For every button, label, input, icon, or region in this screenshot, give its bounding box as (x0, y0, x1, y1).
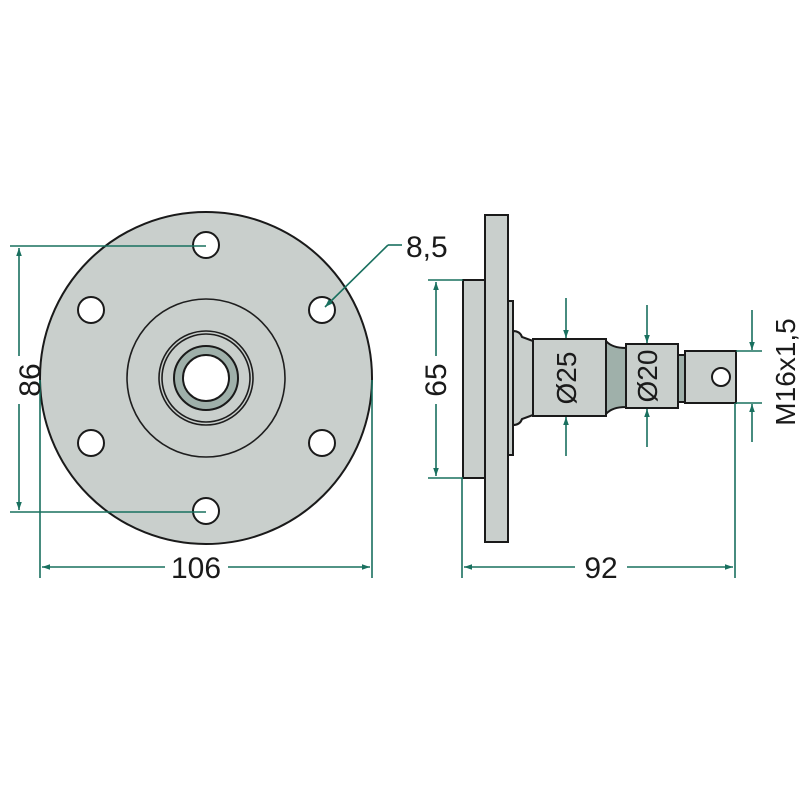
hub-outer-ring (158, 330, 254, 426)
label-106: 106 (171, 552, 221, 585)
label-65: 65 (420, 363, 453, 396)
dim-92 (461, 403, 736, 578)
flange-plate (484, 214, 509, 543)
bolt-hole (192, 231, 220, 259)
dim-thread-arrows (736, 310, 762, 442)
hub-body (462, 279, 486, 479)
inner-circle (126, 298, 286, 458)
front-view (39, 211, 373, 545)
hub-ring (161, 333, 251, 423)
bolt-holes (77, 231, 336, 525)
dim-8-5-leader (324, 244, 402, 308)
shaft-d25 (532, 338, 607, 417)
cotter-pin-hole (711, 367, 731, 387)
label-d25: Ø25 (551, 352, 582, 405)
bolt-hole (308, 429, 336, 457)
label-thread: M16x1,5 (770, 318, 800, 425)
shaft-neck (677, 354, 686, 403)
label-8-5: 8,5 (406, 231, 448, 264)
dim-86 (10, 245, 206, 513)
dim-106 (39, 380, 373, 578)
label-d20: Ø20 (632, 350, 663, 403)
label-86: 86 (14, 363, 47, 396)
side-view (462, 214, 737, 543)
center-bore (182, 354, 230, 402)
shaft-fillet (512, 329, 534, 427)
dim-65 (428, 279, 463, 479)
bolt-hole (77, 429, 105, 457)
shaft-taper (605, 338, 627, 417)
bolt-hole (192, 497, 220, 525)
label-92: 92 (584, 552, 617, 585)
bolt-hole (77, 296, 105, 324)
